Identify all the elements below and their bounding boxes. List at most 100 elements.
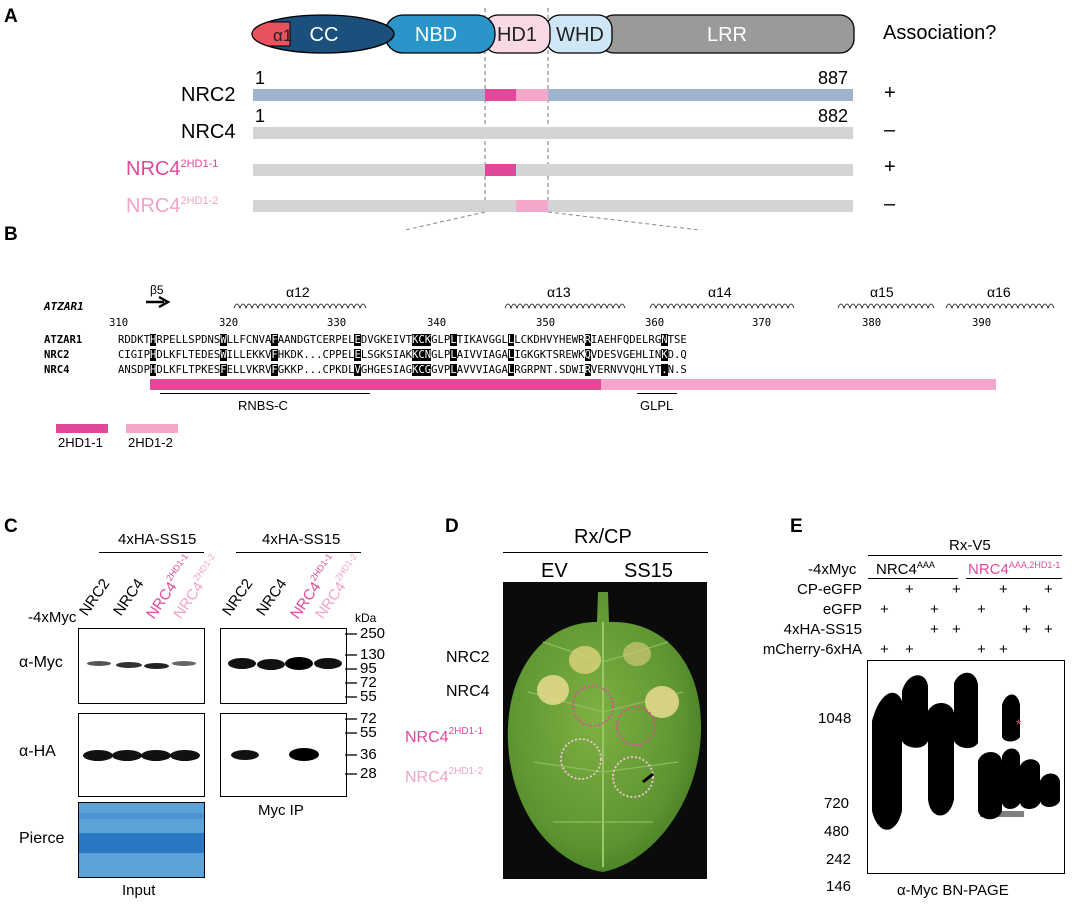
residue: H xyxy=(558,333,566,346)
residue: E xyxy=(386,333,393,346)
e-treat-cp-egfp: CP-eGFP xyxy=(796,581,862,598)
c-input-myc-blot xyxy=(78,628,205,704)
band xyxy=(141,750,171,761)
residue: R xyxy=(603,363,611,376)
e-bn-page-blot: * xyxy=(867,660,1065,874)
residue: V xyxy=(264,363,272,376)
residue: D xyxy=(130,333,138,346)
residue: K xyxy=(661,348,668,361)
seq-name-nrc2: NRC2 xyxy=(44,348,70,361)
residue: I xyxy=(392,348,400,361)
bar-nrc4 xyxy=(253,127,853,139)
band xyxy=(116,662,142,668)
residue: H xyxy=(367,363,374,376)
residue: C xyxy=(316,333,323,346)
rnbs-c-label: RNBS-C xyxy=(238,398,288,413)
row-nrc4-label: NRC4 xyxy=(181,121,236,143)
e-mw-720: 720 xyxy=(824,795,850,812)
residue: K xyxy=(296,348,304,361)
e-title: Rx-V5 xyxy=(949,537,991,554)
bar-nrc2-hd1-1 xyxy=(485,89,516,101)
residue: N xyxy=(124,363,131,376)
band xyxy=(112,750,142,761)
residue: G xyxy=(373,348,381,361)
residue: S xyxy=(386,348,393,361)
residue: L xyxy=(507,333,515,346)
e-mw-242: 242 xyxy=(826,851,852,868)
residue: A xyxy=(277,333,285,346)
nrc4-2hd1-2-association: – xyxy=(884,193,896,215)
residue: Q xyxy=(680,348,687,361)
residue: . xyxy=(673,348,681,361)
band xyxy=(231,750,259,760)
c-blot-label-pierce: Pierce xyxy=(19,830,65,847)
residue: . xyxy=(309,348,317,361)
residue: L xyxy=(514,333,521,346)
residue: P xyxy=(162,333,170,346)
pierce-band xyxy=(79,813,204,819)
residue: E xyxy=(597,363,604,376)
residue: R xyxy=(156,333,163,346)
residue: G xyxy=(431,333,438,346)
c-header-left-rule xyxy=(99,552,204,553)
residue: L xyxy=(348,348,355,361)
resnum-380: 380 xyxy=(862,317,882,329)
residue: G xyxy=(431,348,438,361)
residue: P xyxy=(296,363,304,376)
residue: V xyxy=(482,333,489,346)
residue: K xyxy=(578,348,585,361)
residue: E xyxy=(635,333,643,346)
residue: N xyxy=(252,333,259,346)
residue: E xyxy=(354,348,361,361)
residue: G xyxy=(622,348,630,361)
mw-72b: 72 xyxy=(360,710,377,727)
e-group-2-rule xyxy=(966,578,1062,579)
residue: K xyxy=(380,348,387,361)
residue: D xyxy=(565,363,572,376)
residue: L xyxy=(348,363,355,376)
residue: K xyxy=(335,363,342,376)
d-title: Rx/CP xyxy=(574,526,632,548)
residue: L xyxy=(348,333,355,346)
residue: N xyxy=(610,363,617,376)
resnum-340: 340 xyxy=(427,317,447,329)
d-row-4-name: NRC4 xyxy=(405,769,449,786)
residue: E xyxy=(341,333,349,346)
nrc4-2hd1-1-sup: 2HD1-1 xyxy=(180,158,219,170)
residue: D xyxy=(201,348,208,361)
beta5-label: β5 xyxy=(150,283,164,297)
mw-95: 95 xyxy=(360,660,377,677)
residue: S xyxy=(680,363,687,376)
residue: L xyxy=(233,333,240,346)
residue: C xyxy=(418,333,425,346)
residue: N xyxy=(667,363,674,376)
residue: L xyxy=(233,348,240,361)
residue: V xyxy=(546,333,553,346)
residue: D xyxy=(629,333,636,346)
legend-2hd1-1-swatch xyxy=(56,424,108,433)
residue: D xyxy=(341,363,349,376)
panel-letter-e: E xyxy=(790,516,803,537)
residue: A xyxy=(456,363,464,376)
band xyxy=(289,748,319,761)
residue: V xyxy=(475,363,483,376)
seq-nrc4: ANSDPHDLKFLTPKESFELLVKRVFGKKP...CPKDLVGH… xyxy=(118,363,687,376)
residue: E xyxy=(629,348,636,361)
band xyxy=(314,658,342,669)
residue: I xyxy=(124,348,131,361)
residue: H xyxy=(149,348,157,361)
residue: V xyxy=(469,348,476,361)
panel-a-domain-diagram: LRR WHD HD1 NBD α1 CC xyxy=(251,8,855,230)
residue: N xyxy=(539,363,547,376)
residue: . xyxy=(552,363,559,376)
residue: V xyxy=(616,363,623,376)
residue: T xyxy=(654,363,662,376)
residue: G xyxy=(130,348,138,361)
seq-nrc2: CIGIPHDLKFLTEDESWILLEKKVFHKDK...CPPELELS… xyxy=(118,348,687,361)
residue: V xyxy=(258,333,265,346)
d-col-ev: EV xyxy=(541,560,568,582)
e-plus-mark: + xyxy=(930,601,939,618)
residue: A xyxy=(488,348,496,361)
residue: N xyxy=(424,348,432,361)
residue: K xyxy=(258,348,265,361)
